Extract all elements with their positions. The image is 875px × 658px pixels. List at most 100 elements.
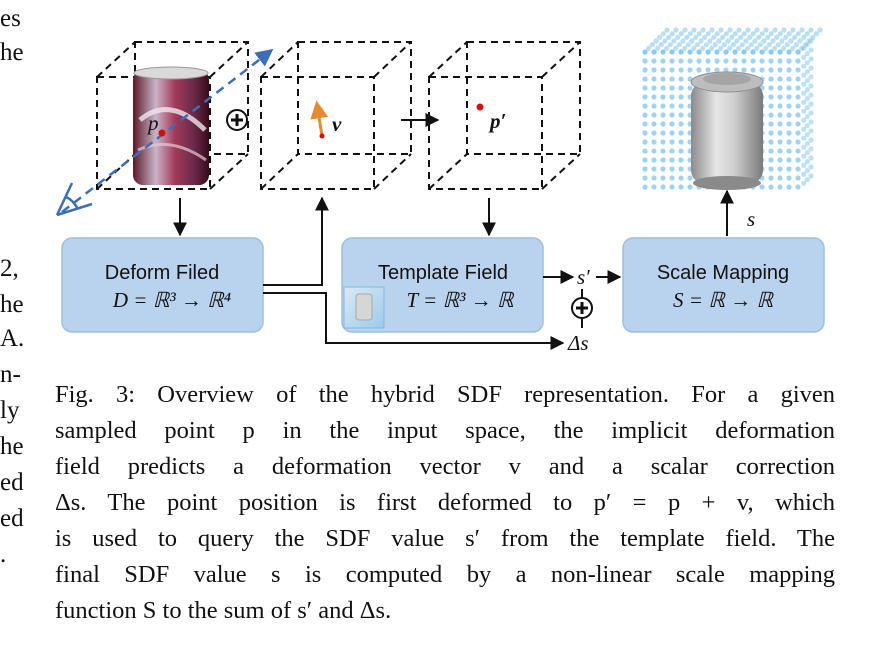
voxel-dot: [736, 27, 742, 33]
voxel-dot: [777, 49, 783, 55]
voxel-dot: [642, 130, 648, 136]
fragment: ly: [0, 397, 20, 424]
voxel-dot: [666, 34, 672, 40]
voxel-dot: [739, 42, 745, 48]
voxel-dot: [678, 184, 684, 190]
voxel-dot: [801, 90, 807, 96]
voxel-dot: [660, 184, 666, 190]
voxel-dot: [700, 45, 706, 51]
template-field-title: Template Field: [378, 262, 508, 284]
voxel-dot: [705, 49, 711, 55]
voxel-dot: [687, 49, 693, 55]
voxel-dot: [777, 175, 783, 181]
voxel-dot: [678, 31, 684, 37]
voxel-dot: [750, 31, 756, 37]
sdf-overview-diagram: p v p′ s De: [55, 27, 825, 355]
scale-mapping-formula: S = ℝ → ℝ: [673, 288, 774, 312]
voxel-dot: [777, 85, 783, 91]
voxel-dot: [750, 49, 756, 55]
voxel-dot: [783, 34, 789, 40]
voxel-dot: [655, 45, 661, 51]
voxel-dot: [669, 121, 675, 127]
voxel-dot: [774, 34, 780, 40]
voxel-dot: [795, 103, 801, 109]
voxel-dot: [651, 67, 657, 73]
voxel-dot: [671, 38, 677, 44]
voxel-dot: [772, 45, 778, 51]
voxel-dot: [793, 42, 799, 48]
voxel-dot: [651, 103, 657, 109]
voxel-dot: [754, 27, 760, 33]
voxel-dot: [801, 63, 807, 69]
voxel-dot: [766, 42, 772, 48]
camera-icon: [55, 182, 93, 217]
voxel-dot: [718, 45, 724, 51]
voxel-dot: [795, 85, 801, 91]
caption-line: Δs. The point position is first deformed…: [55, 489, 835, 516]
voxel-dot: [801, 45, 807, 51]
voxel-dot: [804, 60, 810, 66]
voxel-dot: [669, 112, 675, 118]
voxel-dot: [804, 177, 810, 183]
voxel-dot: [795, 58, 801, 64]
voxel-dot: [801, 54, 807, 60]
voxel-dot: [669, 94, 675, 100]
fragment: he: [0, 39, 24, 66]
voxel-dot: [732, 67, 738, 73]
voxel-dot: [687, 58, 693, 64]
voxel-dot: [651, 94, 657, 100]
voxel-dot: [642, 103, 648, 109]
voxel-dot: [786, 166, 792, 172]
voxel-dot: [660, 148, 666, 154]
voxel-dot: [667, 42, 673, 48]
voxel-dot: [651, 148, 657, 154]
voxel-dot: [768, 121, 774, 127]
voxel-dot: [642, 58, 648, 64]
voxel-dot: [817, 27, 823, 33]
adjacent-column-fragments: es he 2, he A. n- ly he ed ed .: [0, 0, 30, 658]
voxel-dot: [759, 67, 765, 73]
voxel-dot: [649, 42, 655, 48]
voxel-dot: [790, 45, 796, 51]
voxel-dot: [795, 31, 801, 37]
voxel-dot: [669, 184, 675, 190]
voxel-dot: [795, 184, 801, 190]
voxel-dot: [801, 99, 807, 105]
voxel-dot: [799, 27, 805, 33]
voxel-dot: [698, 38, 704, 44]
sum-plus-icon: [571, 297, 593, 319]
voxel-dot: [741, 67, 747, 73]
voxel-dot: [808, 38, 814, 44]
voxel-dot: [727, 27, 733, 33]
voxel-dot: [804, 159, 810, 165]
voxel-dot: [772, 27, 778, 33]
voxel-dot: [660, 157, 666, 163]
voxel-dot: [738, 34, 744, 40]
voxel-dot: [642, 76, 648, 82]
voxel-dot: [795, 157, 801, 163]
fragment: A.: [0, 325, 25, 352]
voxel-dot: [768, 112, 774, 118]
voxel-dot: [777, 112, 783, 118]
voxel-dot: [709, 45, 715, 51]
voxel-dot: [759, 31, 765, 37]
fragment: ed: [0, 469, 24, 496]
voxel-dot: [732, 31, 738, 37]
voxel-dot: [694, 42, 700, 48]
voxel-dot: [763, 27, 769, 33]
plus-icon: [226, 109, 248, 131]
voxel-dot: [748, 42, 754, 48]
output-can-render: [690, 71, 764, 190]
voxel-dot: [700, 27, 706, 33]
voxel-dot: [736, 45, 742, 51]
voxel-dot: [804, 42, 810, 48]
voxel-dot: [702, 34, 708, 40]
voxel-dot: [813, 31, 819, 37]
voxel-dot: [786, 49, 792, 55]
voxel-dot: [801, 162, 807, 168]
voxel-dot: [723, 31, 729, 37]
voxel-dot: [669, 103, 675, 109]
voxel-dot: [651, 166, 657, 172]
voxel-dot: [786, 148, 792, 154]
voxel-dot: [669, 67, 675, 73]
